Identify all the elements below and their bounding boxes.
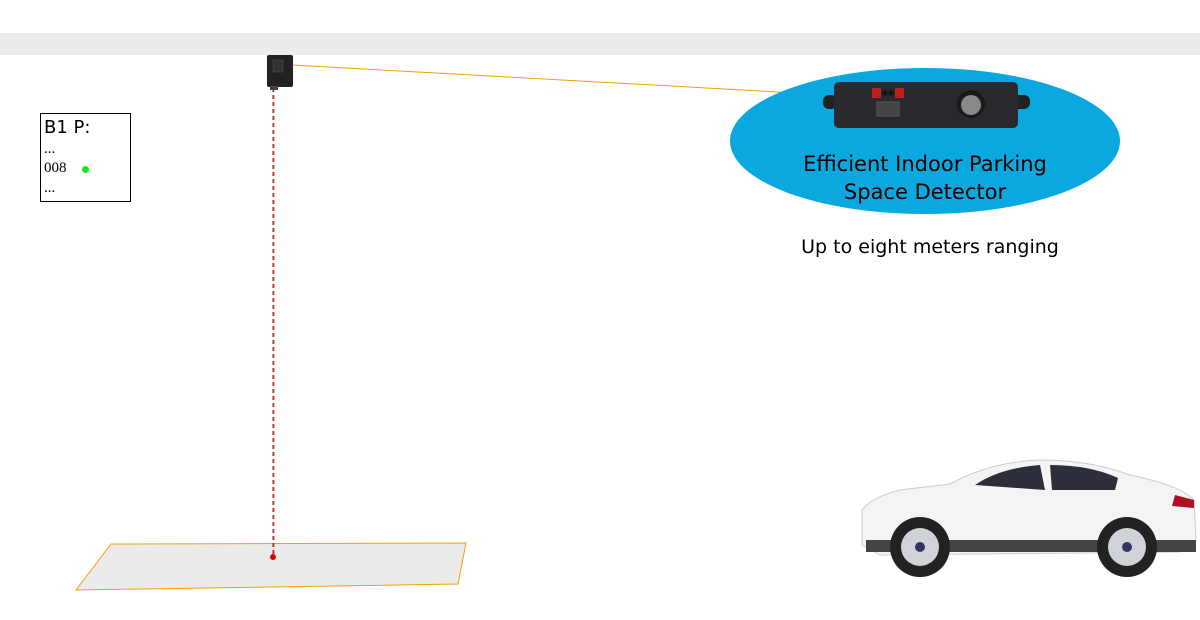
occupancy-status-dot (82, 166, 89, 173)
callout-title-line2: Space Detector (843, 180, 1007, 204)
ceiling-sensor-icon (267, 55, 293, 90)
detection-point (270, 554, 276, 560)
car-icon (861, 459, 1197, 577)
ellipsis-before: ... (44, 141, 56, 157)
space-id: 008 (44, 160, 67, 176)
detector-device-icon (823, 82, 1030, 128)
level-label: B1 P: (44, 117, 91, 138)
ellipsis-after: ... (44, 180, 56, 196)
parking-status-panel: B1 P: ... 008 ... (40, 113, 131, 202)
connector-line (291, 64, 833, 96)
ceiling-bar (0, 33, 1200, 55)
callout-title: Efficient Indoor Parking Space Detector (735, 150, 1115, 206)
callout-title-line1: Efficient Indoor Parking (803, 152, 1047, 176)
range-subtitle: Up to eight meters ranging (801, 236, 1059, 258)
parking-space-pad (74, 542, 467, 591)
